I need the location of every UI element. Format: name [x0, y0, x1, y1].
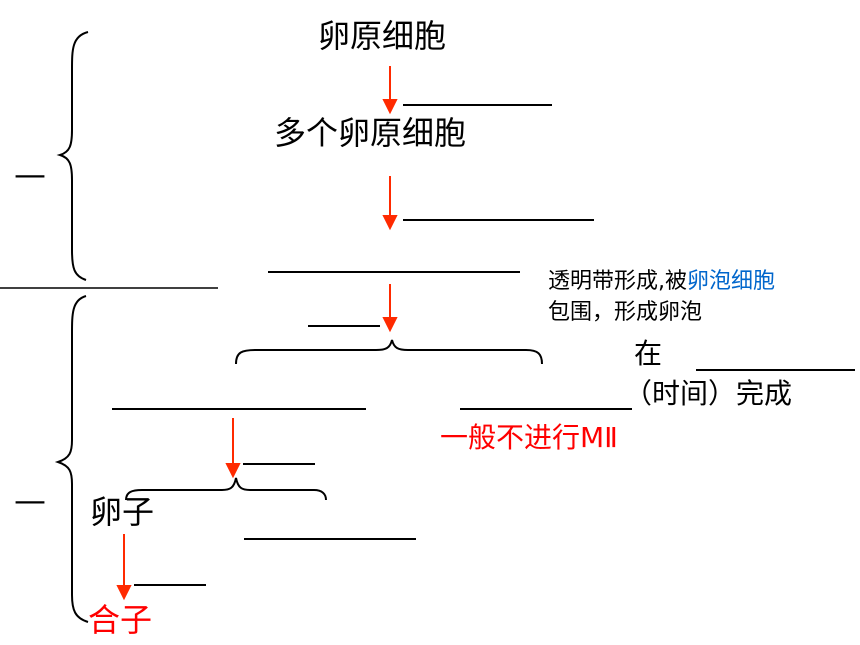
egg-label: 卵子 [90, 493, 155, 531]
arrow-2 [382, 176, 398, 231]
arrow-3 [382, 284, 398, 333]
split-brace-2 [125, 477, 327, 501]
oogonium-label: 卵原细胞 [318, 17, 447, 55]
no-mii-note: 一般不进行MⅡ [440, 421, 618, 454]
zona-note-line1: 透明带形成,被卵泡细胞 [548, 271, 775, 293]
upper-left-brace [56, 31, 89, 281]
zona-note-line2: 包围，形成卵泡 [548, 300, 703, 325]
lower-dash: — [14, 481, 46, 519]
lower-left-brace [54, 295, 89, 623]
split-brace-1 [235, 339, 543, 365]
follicle-cell-highlight: 卵泡细胞 [687, 269, 776, 294]
zygote-label: 合子 [88, 601, 153, 639]
upper-dash: — [14, 155, 46, 193]
arrow-5 [116, 534, 132, 601]
arrow-4 [225, 418, 241, 479]
zai-label: 在 [634, 337, 663, 370]
arrow-1 [382, 66, 398, 115]
time-completed-label: （时间）完成 [624, 377, 793, 410]
zona-note-prefix: 透明带形成,被 [548, 269, 687, 294]
many-oogonia-label: 多个卵原细胞 [274, 114, 467, 152]
